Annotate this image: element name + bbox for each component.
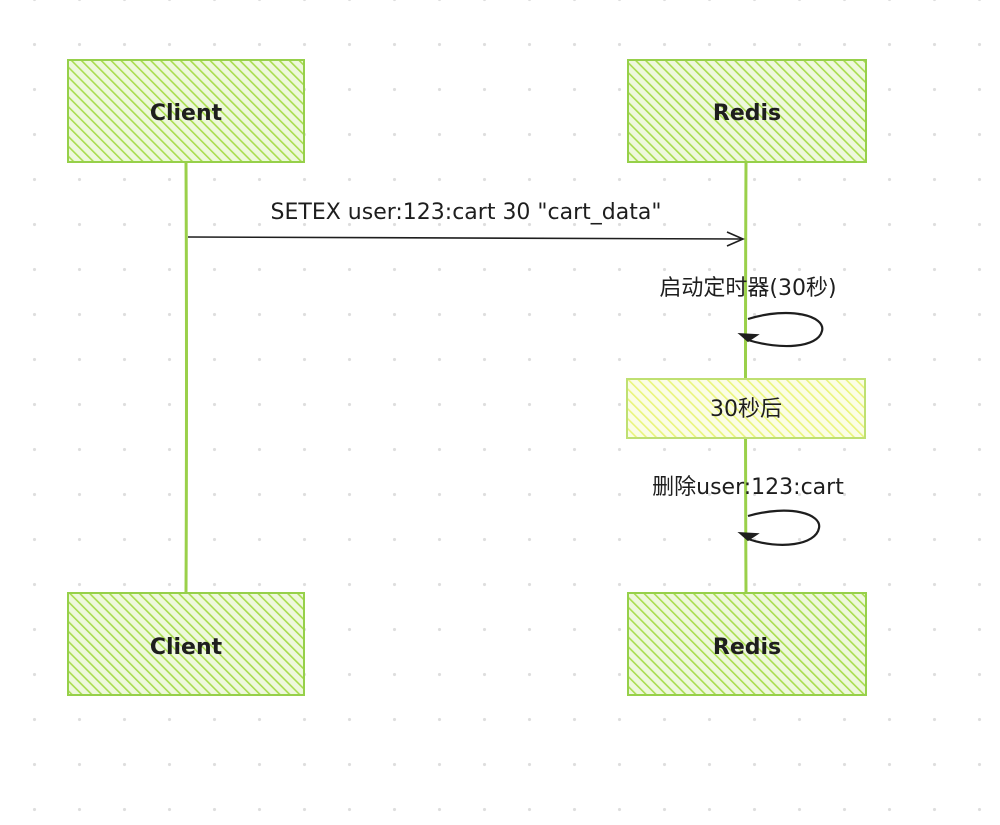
client-participant-bottom[interactable]: Client bbox=[67, 592, 305, 696]
start-timer-loop bbox=[747, 311, 824, 348]
start-timer-arrowhead bbox=[737, 332, 760, 343]
setex-arrow-line bbox=[187, 236, 743, 240]
delete-key-loop bbox=[747, 509, 821, 546]
start-timer-label: 启动定时器(30秒) bbox=[659, 276, 836, 301]
delete-key-arrowhead bbox=[737, 531, 760, 542]
client-lifeline bbox=[184, 161, 188, 594]
setex-message[interactable]: SETEX user:123:cart 30 "cart_data" bbox=[187, 200, 745, 247]
client-label-bottom: Client bbox=[150, 635, 223, 660]
delete-key-label: 删除user:123:cart bbox=[652, 475, 844, 500]
redis-lifeline bbox=[744, 161, 748, 594]
setex-arrowhead bbox=[726, 231, 745, 247]
redis-label-top: Redis bbox=[713, 101, 781, 126]
start-timer-message[interactable]: 启动定时器(30秒) bbox=[659, 276, 837, 348]
note-30s-later-label: 30秒后 bbox=[710, 397, 782, 422]
note-30s-later[interactable]: 30秒后 bbox=[626, 378, 866, 439]
delete-key-message[interactable]: 删除user:123:cart bbox=[652, 475, 844, 546]
setex-message-label: SETEX user:123:cart 30 "cart_data" bbox=[271, 200, 662, 225]
client-participant-top[interactable]: Client bbox=[67, 59, 305, 163]
redis-participant-top[interactable]: Redis bbox=[627, 59, 867, 163]
client-label-top: Client bbox=[150, 101, 223, 126]
redis-participant-bottom[interactable]: Redis bbox=[627, 592, 867, 696]
redis-label-bottom: Redis bbox=[713, 635, 781, 660]
